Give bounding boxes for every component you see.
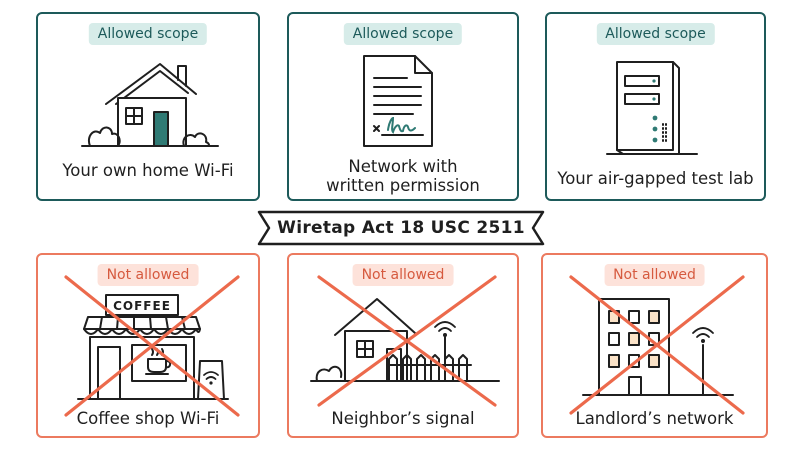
wifi-icon: [434, 321, 456, 332]
not-allowed-badge: Not allowed: [97, 264, 199, 286]
card-landlord-network: Not allowed Landlord’s network: [541, 253, 768, 438]
document-icon: [363, 55, 433, 147]
cross-out-icon: [569, 275, 745, 415]
card-caption: Neighbor’s signal: [331, 409, 475, 428]
server-tower-icon: [606, 61, 698, 155]
not-allowed-badge: Not allowed: [604, 264, 705, 286]
law-banner: [257, 210, 545, 246]
card-caption: Network with written permission: [326, 157, 480, 195]
not-allowed-badge: Not allowed: [352, 264, 454, 286]
card-neighbor-signal: Not allowed: [287, 253, 519, 438]
house-icon: [81, 63, 219, 147]
allowed-scope-badge: Allowed scope: [596, 23, 715, 45]
law-banner-text: Wiretap Act 18 USC 2511: [277, 218, 525, 238]
card-written-permission: Allowed scope Network with written permi…: [287, 12, 519, 201]
cross-out-icon: [64, 275, 240, 417]
coffee-shop-icon: COFFEE: [64, 275, 240, 417]
signature-icon: [387, 116, 416, 134]
allowed-scope-badge: Allowed scope: [343, 23, 463, 45]
wifi-icon: [203, 371, 219, 380]
wifi-icon: [692, 327, 714, 338]
card-caption: Coffee shop Wi-Fi: [76, 409, 220, 428]
card-caption: Your own home Wi-Fi: [62, 161, 234, 180]
card-caption: Your air-gapped test lab: [557, 169, 754, 188]
allowed-scope-badge: Allowed scope: [88, 23, 208, 45]
card-coffee-shop: Not allowed COFFEE: [36, 253, 260, 438]
coffee-sign: COFFEE: [113, 299, 171, 313]
neighbor-house-icon: [310, 275, 500, 407]
card-caption: Landlord’s network: [575, 409, 734, 428]
card-test-lab: Allowed scope Your air-gapped test lab: [545, 12, 766, 201]
card-home-wifi: Allowed scope Your own home Wi-Fi: [36, 12, 260, 201]
cross-out-icon: [317, 275, 497, 407]
apartment-building-icon: [569, 275, 745, 415]
